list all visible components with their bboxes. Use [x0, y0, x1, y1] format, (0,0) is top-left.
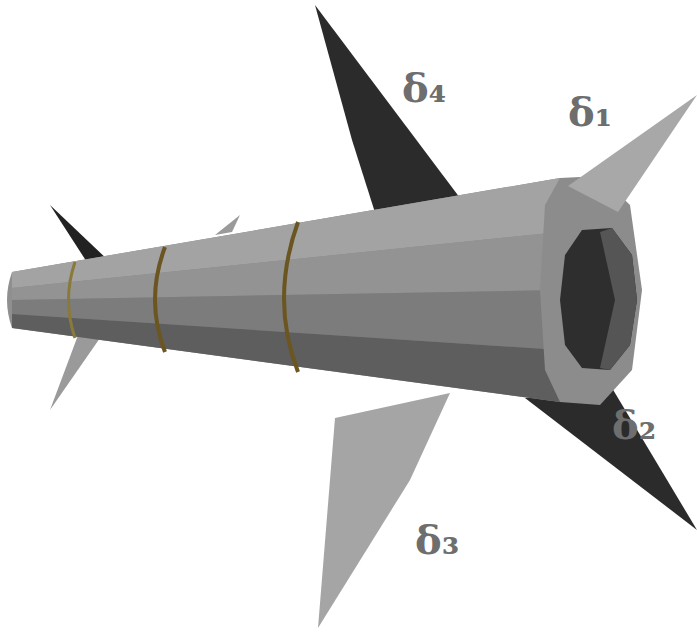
fin-label: δ₂	[612, 405, 656, 445]
band	[284, 222, 298, 372]
nozzle	[560, 228, 637, 370]
fin-label: δ₃	[415, 520, 459, 560]
fin	[525, 388, 697, 530]
missile-body	[12, 178, 560, 402]
rear-fin	[215, 215, 240, 235]
rear-fin	[50, 330, 100, 410]
fin	[315, 5, 460, 222]
missile-nose	[7, 272, 12, 328]
fin	[318, 393, 450, 628]
nozzle	[600, 228, 637, 370]
fin-label: δ₄	[402, 68, 446, 108]
fin-label: δ₁	[568, 92, 612, 132]
band	[69, 262, 76, 338]
band	[155, 247, 165, 352]
end-face	[540, 176, 642, 405]
